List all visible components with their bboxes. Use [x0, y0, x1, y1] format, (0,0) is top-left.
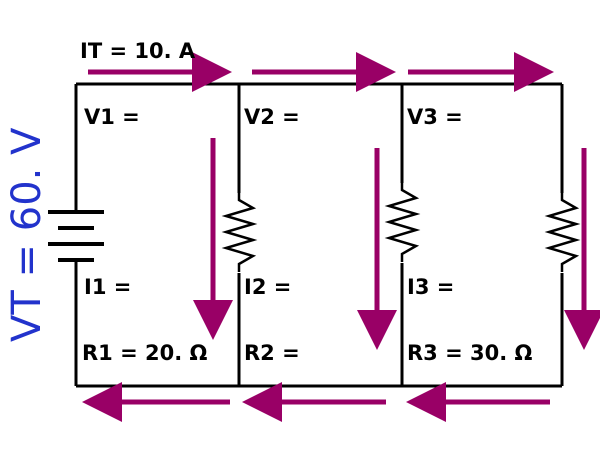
branch-2-current-label: I2 =: [244, 275, 291, 299]
branch-1-voltage-label: V1 =: [84, 105, 140, 129]
resistor-3-icon: [544, 192, 581, 273]
total-current-label: IT = 10. A: [80, 39, 196, 63]
branch-3-voltage-label: V3 =: [407, 105, 463, 129]
branch-2-voltage-label: V2 =: [244, 105, 300, 129]
branch-3-current-label: I3 =: [407, 275, 454, 299]
current-flow-arrows: [82, 52, 600, 422]
branch-1-resistance-label: R1 = 20. Ω: [82, 341, 208, 365]
resistor-1-icon: [221, 192, 258, 273]
branch-2-resistance-label: R2 =: [244, 341, 300, 365]
source-voltage-label: VT = 60. V: [4, 127, 50, 342]
battery-icon: [48, 200, 104, 262]
branch-3-resistance-label: R3 = 30. Ω: [407, 341, 533, 365]
resistor-2-icon: [384, 182, 421, 263]
branch-1-current-label: I1 =: [84, 275, 131, 299]
